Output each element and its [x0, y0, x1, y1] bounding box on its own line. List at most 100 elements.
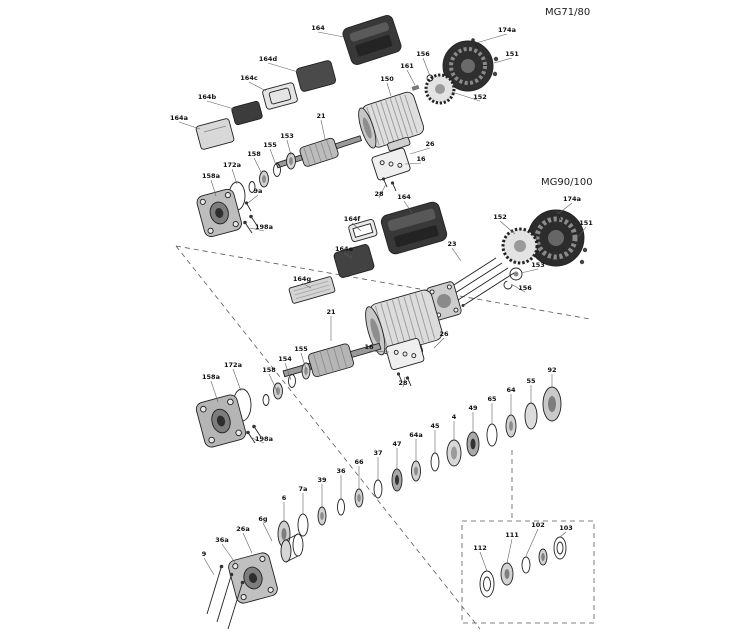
model-label-mg90-100: MG90/100 — [541, 177, 593, 188]
pump-stack-chain — [277, 386, 562, 548]
callout-leader-line — [451, 247, 462, 262]
part-number-label: 156 — [416, 50, 430, 58]
stator-housing-150 — [358, 91, 425, 152]
callout-leader-line — [559, 531, 567, 538]
part-callout: 6g — [258, 515, 273, 542]
part-number-label: 103 — [559, 524, 573, 532]
part-callout: 36 — [336, 467, 346, 499]
part-callout: 164 — [311, 24, 345, 38]
part-number-label: 164 — [397, 193, 411, 201]
part-callout: 156 — [510, 283, 532, 293]
callout-leader-line — [433, 337, 445, 349]
callout-leader-line — [557, 202, 573, 215]
callout-leader-line — [267, 62, 299, 73]
part-number-label: 164 — [311, 24, 325, 32]
part-callout: 156 — [416, 50, 431, 77]
callout-leader-line — [286, 139, 292, 156]
part-number-label: 164e — [335, 245, 354, 253]
part-number-label: 156 — [518, 284, 532, 292]
callout-leader-line — [248, 81, 267, 92]
part-callout: 198a — [249, 223, 273, 232]
part-number-label: 164g — [293, 275, 312, 283]
part-callout: 26a — [236, 525, 253, 554]
part-number-label: 21 — [326, 308, 336, 316]
part-callout: 16 — [404, 155, 426, 165]
part-number-label: 154 — [278, 355, 292, 363]
part-number-label: 172a — [223, 161, 241, 169]
part-number-label: 152 — [473, 93, 487, 101]
part-callout: 6 — [282, 494, 287, 521]
callout-leader-line — [221, 543, 237, 565]
part-callout: 158a — [202, 172, 220, 197]
callout-leader-line — [577, 226, 587, 238]
stator-housing-150 — [365, 289, 443, 360]
callout-leader-line — [231, 168, 238, 185]
part-callout: 111 — [505, 531, 519, 564]
part-callout: 161 — [400, 62, 416, 86]
part-callout: 164e — [335, 245, 354, 259]
part-number-label: 164d — [259, 55, 278, 63]
terminal-board-screws-28 — [381, 177, 397, 192]
callout-leader-line — [520, 268, 539, 274]
part-callout: 154 — [278, 355, 292, 381]
part-number-label: 198a — [255, 223, 273, 231]
callout-leader-line — [506, 538, 513, 564]
model-label-mg71-80: MG71/80 — [545, 7, 591, 18]
terminal-box-cover-164 — [342, 15, 402, 65]
part-callout: 164a — [170, 114, 201, 130]
terminal-box-base-164e — [333, 244, 375, 278]
callout-leader-line — [253, 157, 263, 175]
part-number-label: 39 — [317, 476, 327, 484]
part-number-label: 26 — [439, 330, 449, 338]
part-callout: 164b — [198, 93, 235, 110]
part-number-label: 28 — [398, 379, 408, 387]
part-callout: 172a — [224, 361, 242, 392]
callout-leader-line — [284, 362, 292, 381]
callout-leader-line — [475, 33, 508, 44]
terminal-board-16 — [371, 147, 411, 181]
part-callout: 152 — [493, 213, 516, 235]
callout-leader-line — [493, 57, 513, 64]
callout-leader-line — [269, 148, 277, 166]
pump-head-flange — [228, 552, 278, 604]
callout-leader-line — [403, 200, 413, 214]
callout-leader-line — [378, 183, 387, 199]
part-callout: 65 — [487, 395, 497, 424]
part-callout: 36a — [215, 536, 237, 565]
part-number-label: 21 — [316, 112, 326, 120]
terminal-cover-stack — [195, 60, 337, 150]
part-number-label: 6 — [282, 494, 287, 502]
shaft-seal-detail — [479, 536, 567, 598]
callout-leader-line — [404, 162, 422, 165]
part-callout: 26 — [433, 330, 449, 349]
callout-leader-line — [178, 121, 201, 130]
callout-leader-line — [210, 179, 217, 197]
callout-leader-line — [525, 528, 539, 557]
part-callout: 164f — [344, 215, 362, 232]
part-number-label: 164a — [170, 114, 188, 122]
seal-detail-box — [461, 520, 595, 624]
callout-leader-line — [479, 551, 488, 572]
flange-bolts-198a — [246, 424, 262, 444]
callout-leader-line — [300, 352, 307, 370]
part-number-label: 155 — [294, 345, 308, 353]
callout-leader-line — [249, 436, 265, 444]
shaft-key-and-clip — [411, 74, 434, 91]
part-callout: 164c — [240, 74, 267, 92]
part-callout: 4 — [452, 413, 457, 440]
part-number-label: 64 — [506, 386, 516, 394]
part-number-label: 26a — [236, 525, 249, 533]
part-callout: 45 — [430, 422, 440, 453]
part-number-label: 151 — [579, 219, 593, 227]
part-callout: 66 — [354, 458, 364, 489]
fan-152 — [424, 73, 456, 105]
bearing-washer-set — [248, 152, 296, 193]
callout-layer: 164164d164c164b164a174a15115215616115021… — [170, 24, 593, 576]
part-callout: 112 — [473, 544, 488, 572]
part-callout: 28 — [398, 376, 408, 388]
part-number-label: 36 — [336, 467, 346, 475]
callout-leader-line — [242, 532, 253, 554]
part-callout: 155 — [263, 141, 277, 166]
part-number-label: 16 — [364, 343, 374, 351]
part-number-label: 164b — [198, 93, 217, 101]
